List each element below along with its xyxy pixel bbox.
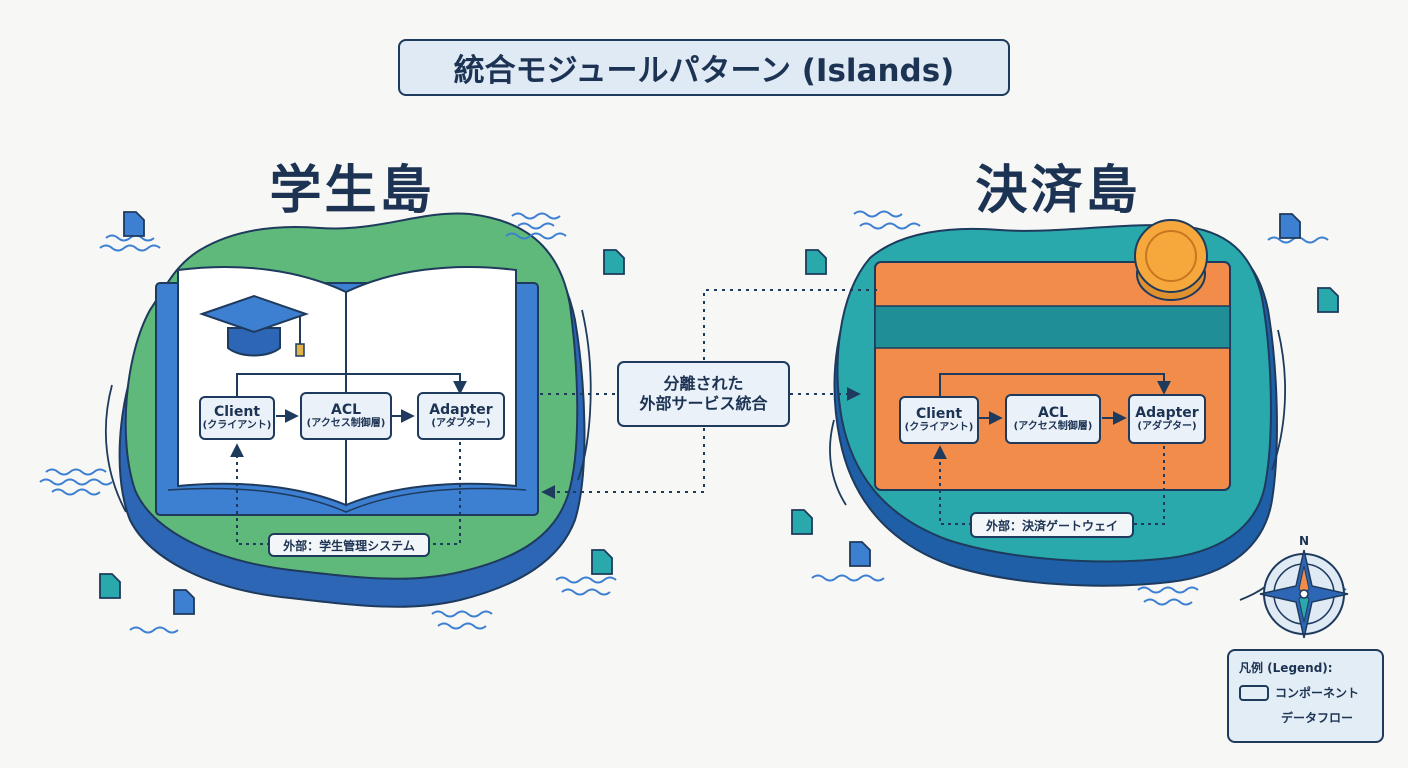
wave-icon [129,626,179,634]
wave-icon [39,468,113,496]
component-sublabel: (クライアント) [202,420,272,432]
legend-component-swatch [1239,684,1269,701]
book-page-edge [167,487,527,513]
component-label: Client [213,404,261,421]
student-island-title: 学生島 [269,161,435,221]
graduation-cap-icon [198,294,310,357]
document-icon [603,249,625,275]
adapter-to-external-dataflow [430,442,461,545]
payment-island-title: 決済島 [975,161,1141,221]
adapter-to-external-dataflow [1134,446,1165,525]
component-label: Client [915,406,963,423]
wave-icon [505,212,567,240]
student-acl-box: ACL (アクセス制御層) [300,392,392,440]
book-right-page [345,266,517,507]
legend-component-row: コンポーネント [1239,684,1372,701]
legend: 凡例 (Legend): コンポーネント データフロー [1227,649,1384,743]
component-label: ACL [1037,405,1069,422]
integration-center-box: 分離された 外部サービス統合 [617,361,790,427]
document-icon [791,509,813,535]
integration-line-2: 外部サービス統合 [639,394,768,413]
document-icon [99,573,121,599]
wave-icon [853,210,921,230]
payment-adapter-box: Adapter (アダプター) [1128,394,1206,444]
legend-dataflow-swatch-space [1239,710,1275,726]
student-adapter-box: Adapter (アダプター) [417,392,505,440]
document-icon [123,211,145,237]
component-label: ACL [330,402,362,419]
client-to-adapter-arrow [236,373,467,398]
center-up-dataflow [703,289,878,360]
legend-title: 凡例 (Legend): [1239,661,1333,675]
file-icons [99,211,1339,615]
credit-card-stripe [874,305,1231,349]
component-label: Adapter [429,402,493,419]
document-icon [591,549,613,575]
client-to-adapter-arrow [939,373,1171,398]
compass-icon [1259,549,1349,639]
payment-flows [933,373,1171,525]
document-icon [1317,287,1339,313]
integration-flows [540,289,878,499]
wave-decorations [39,210,1347,634]
wave-icon [811,574,885,582]
external-to-client-dataflow [230,443,270,545]
document-icon [1279,213,1301,239]
diagram-title: 統合モジュールパターン (Islands) [398,39,1010,96]
component-sublabel: (アダプター) [431,418,491,430]
component-sublabel: (アクセス制御層) [1013,421,1093,433]
center-down-dataflow [541,428,705,499]
payment-client-box: Client (クライアント) [899,396,979,444]
document-icon [805,249,827,275]
integration-line-1: 分離された [663,374,744,393]
document-icon [173,589,195,615]
component-sublabel: (アダプター) [1137,421,1197,433]
legend-dataflow-label: データフロー [1281,711,1354,725]
wave-icon [1137,586,1199,606]
document-icon [849,541,871,567]
legend-dataflow-row: データフロー [1239,709,1372,726]
compass-north-label: N [1299,534,1310,548]
wave-icon [555,576,617,596]
legend-component-label: コンポーネント [1275,686,1360,700]
payment-acl-box: ACL (アクセス制御層) [1005,394,1101,444]
student-client-box: Client (クライアント) [199,396,275,440]
student-flows [230,373,467,545]
component-sublabel: (クライアント) [904,422,974,434]
component-sublabel: (アクセス制御層) [306,418,386,430]
payment-external-gateway-label: 外部：決済ゲートウェイ [970,512,1134,538]
wave-icon [99,234,161,252]
wave-icon [431,610,493,630]
student-external-system-label: 外部：学生管理システム [268,533,430,557]
component-label: Adapter [1135,405,1199,422]
coin-icon [1134,219,1208,301]
